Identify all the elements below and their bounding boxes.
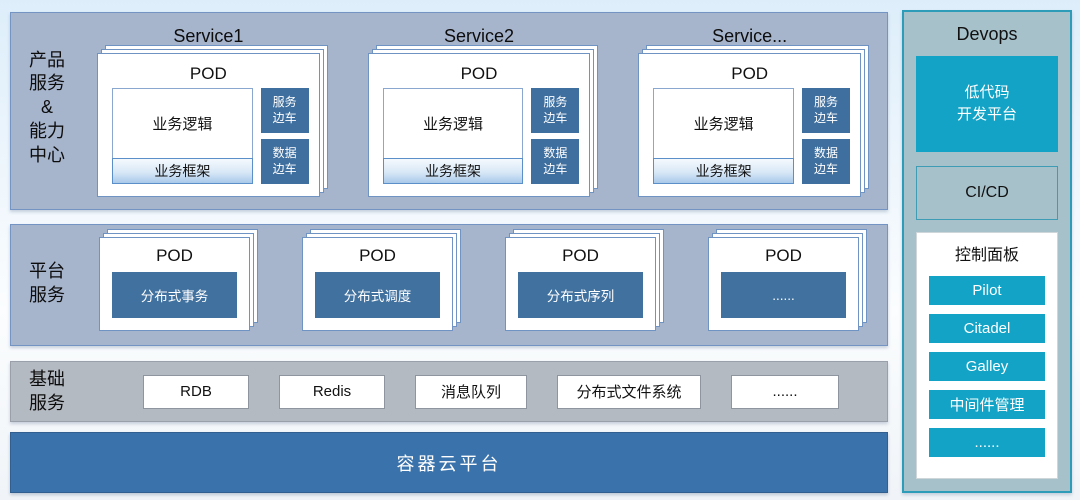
logic-column: 业务逻辑 业务框架 (382, 88, 524, 184)
service-title: Service1 (173, 25, 244, 46)
redis-box: Redis (279, 374, 385, 409)
devops-panel-title: Devops (956, 23, 1018, 44)
control-panel-box: 控制面板 Pilot Citadel Galley 中间件管理 ...... (916, 232, 1058, 479)
basic-services-band: 基础 服务 RDB Redis 消息队列 分布式文件系统 ...... (10, 361, 888, 422)
product-services-band: 产品 服务 & 能力 中心 Service1 POD 业务逻辑 业务框架 服务 … (10, 12, 888, 210)
pod-label: POD (731, 64, 769, 83)
basic-services-band-label: 基础 服务 (29, 368, 65, 413)
data-sidecar-box: 数据 边车 (802, 139, 851, 184)
business-logic-box: 业务逻辑 (382, 88, 524, 159)
citadel-button: Citadel (929, 314, 1045, 343)
logic-column: 业务逻辑 业务框架 (112, 88, 253, 184)
platform-services-band: 平台 服务 POD 分布式事务 POD 分布式调度 POD 分布式序列 (10, 224, 888, 346)
pod-card: POD 分布式序列 (505, 237, 656, 331)
platform-pod-stack-1: POD 分布式事务 (99, 229, 258, 331)
pod-card: POD 业务逻辑 业务框架 服务 边车 数据 边车 (97, 53, 320, 197)
logic-column: 业务逻辑 业务框架 (653, 88, 795, 184)
pod-body: 业务逻辑 业务框架 服务 边车 数据 边车 (379, 88, 580, 184)
distributed-sequence-box: 分布式序列 (518, 272, 643, 318)
platform-pods-row: POD 分布式事务 POD 分布式调度 POD 分布式序列 POD (83, 229, 869, 331)
data-sidecar-box: 数据 边车 (260, 139, 309, 184)
pod-label: POD (156, 246, 193, 265)
service-group-1: Service1 POD 业务逻辑 业务框架 服务 边车 数据 边车 (97, 19, 328, 197)
service-title: Service... (712, 25, 788, 46)
service-group-3: Service... POD 业务逻辑 业务框架 服务 边车 数据 边车 (638, 19, 869, 197)
devops-panel: Devops 低代码 开发平台 CI/CD 控制面板 Pilot Citadel… (902, 10, 1072, 493)
architecture-main-column: 产品 服务 & 能力 中心 Service1 POD 业务逻辑 业务框架 服务 … (10, 12, 888, 493)
distributed-file-system-box: 分布式文件系统 (557, 374, 701, 409)
more-infra-box: ...... (731, 374, 839, 409)
pod-label: POD (189, 64, 227, 83)
infra-boxes-row: RDB Redis 消息队列 分布式文件系统 ...... (83, 362, 869, 421)
business-framework-bar: 业务框架 (112, 158, 253, 184)
pilot-button: Pilot (929, 276, 1045, 305)
pod-stack: POD 业务逻辑 业务框架 服务 边车 数据 边车 (367, 45, 599, 197)
distributed-transaction-box: 分布式事务 (112, 272, 237, 318)
more-control-button: ...... (929, 428, 1045, 457)
cicd-box: CI/CD (916, 166, 1058, 220)
pod-body: 业务逻辑 业务框架 服务 边车 数据 边车 (649, 88, 851, 184)
sidecar-column: 服务 边车 数据 边车 (260, 88, 309, 184)
galley-button: Galley (929, 352, 1045, 381)
pod-card: POD ...... (708, 237, 859, 331)
pod-label: POD (562, 246, 599, 265)
platform-services-band-label: 平台 服务 (29, 261, 65, 305)
platform-pod-stack-4: POD ...... (708, 229, 867, 331)
pod-stack: POD 业务逻辑 业务框架 服务 边车 数据 边车 (97, 45, 328, 197)
business-logic-box: 业务逻辑 (112, 88, 253, 159)
business-logic-box: 业务逻辑 (653, 88, 795, 159)
service-group-2: Service2 POD 业务逻辑 业务框架 服务 边车 数据 边车 (367, 19, 599, 197)
message-queue-box: 消息队列 (415, 374, 527, 409)
pod-body: 业务逻辑 业务框架 服务 边车 数据 边车 (108, 88, 309, 184)
business-framework-bar: 业务框架 (653, 158, 795, 184)
service-sidecar-box: 服务 边车 (260, 88, 309, 133)
services-row: Service1 POD 业务逻辑 业务框架 服务 边车 数据 边车 (83, 19, 869, 197)
sidecar-column: 服务 边车 数据 边车 (802, 88, 851, 184)
sidecar-column: 服务 边车 数据 边车 (531, 88, 580, 184)
pod-label: POD (359, 246, 396, 265)
product-services-band-label: 产品 服务 & 能力 中心 (29, 49, 65, 165)
pod-card: POD 业务逻辑 业务框架 服务 边车 数据 边车 (638, 53, 862, 197)
business-framework-bar: 业务框架 (382, 158, 524, 184)
pod-card: POD 业务逻辑 业务框架 服务 边车 数据 边车 (367, 53, 591, 197)
pod-label: POD (765, 246, 802, 265)
pod-card: POD 分布式调度 (302, 237, 453, 331)
control-panel-title: 控制面板 (954, 247, 1019, 264)
pod-label: POD (460, 64, 498, 83)
more-services-box: ...... (721, 272, 846, 318)
middleware-management-button: 中间件管理 (929, 390, 1045, 419)
lowcode-platform-box: 低代码 开发平台 (916, 56, 1058, 152)
container-cloud-platform-bar: 容器云平台 (10, 432, 888, 493)
platform-pod-stack-2: POD 分布式调度 (302, 229, 461, 331)
rdb-box: RDB (143, 374, 249, 409)
service-sidecar-box: 服务 边车 (531, 88, 580, 133)
pod-card: POD 分布式事务 (99, 237, 250, 331)
distributed-scheduling-box: 分布式调度 (315, 272, 440, 318)
platform-pod-stack-3: POD 分布式序列 (505, 229, 664, 331)
data-sidecar-box: 数据 边车 (531, 139, 580, 184)
pod-stack: POD 业务逻辑 业务框架 服务 边车 数据 边车 (638, 45, 869, 197)
service-sidecar-box: 服务 边车 (802, 88, 851, 133)
service-title: Service2 (443, 25, 515, 46)
